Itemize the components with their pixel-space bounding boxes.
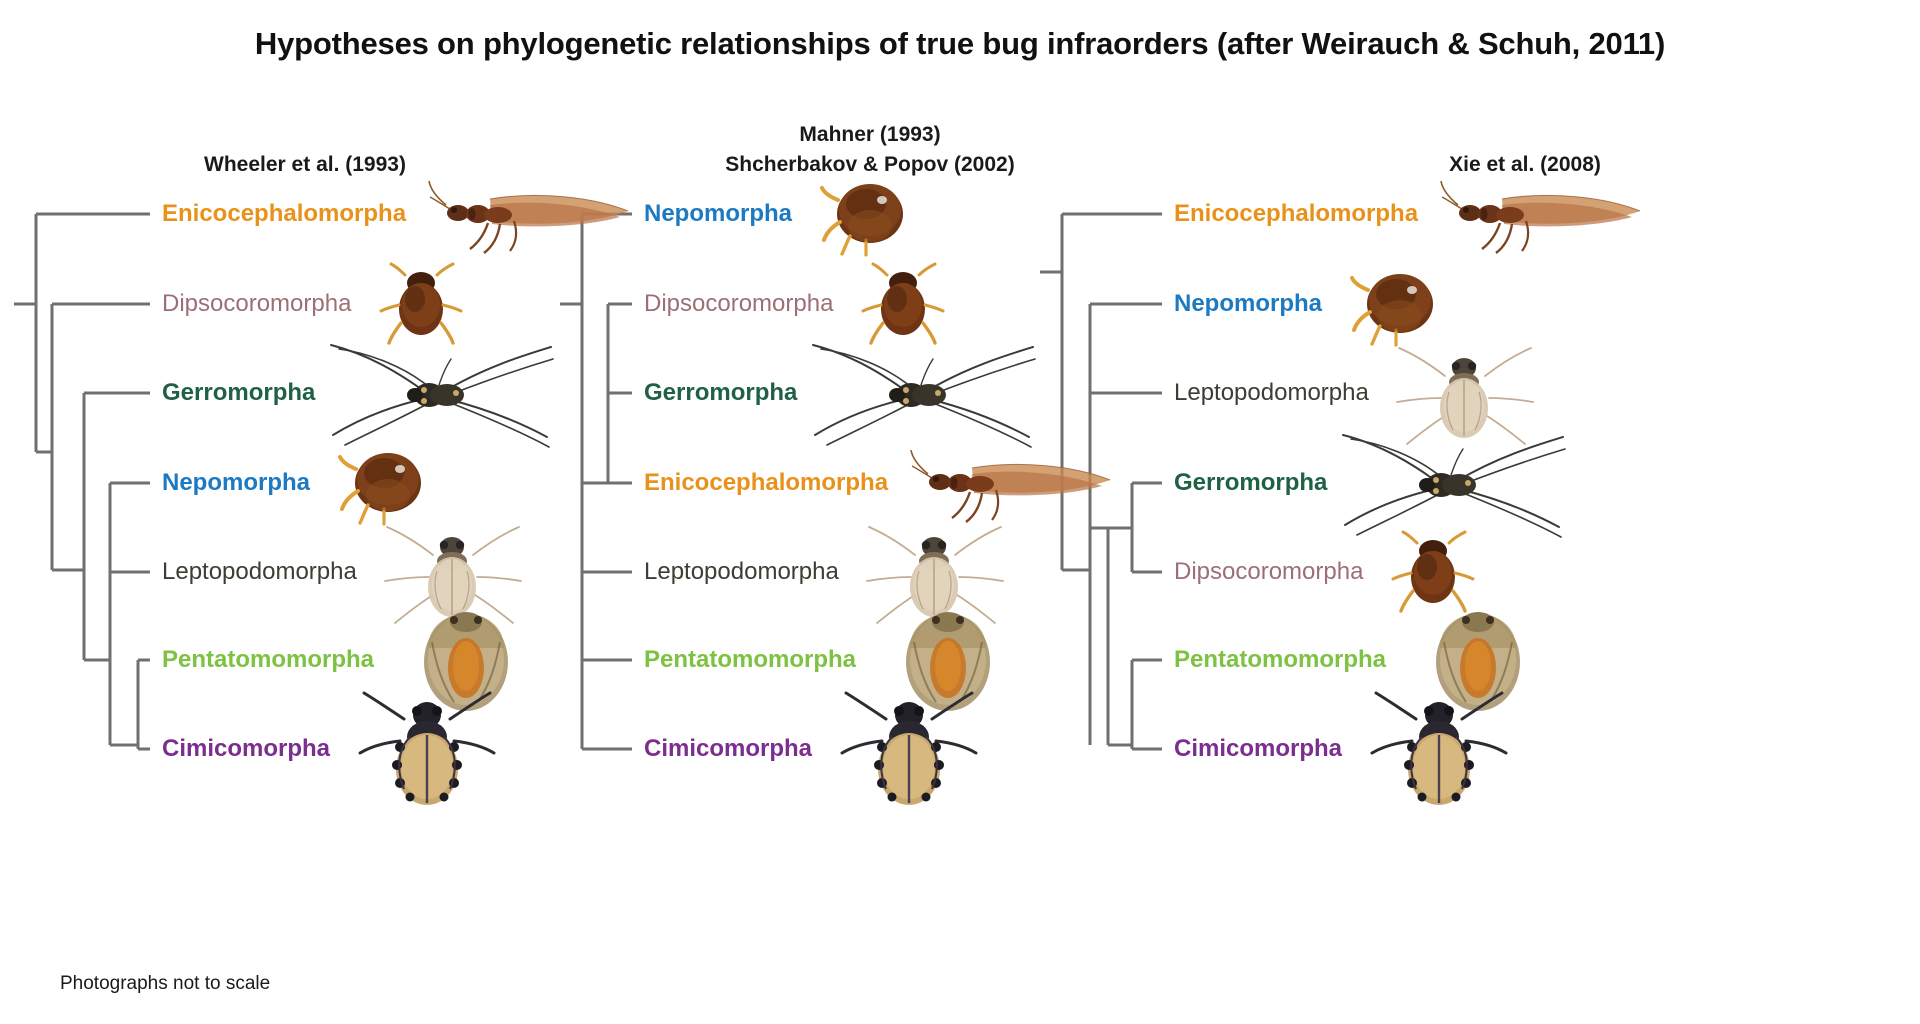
column-header-line: Mahner (1993) [799, 123, 941, 146]
taxon-label-nepomorpha: Nepomorpha [644, 200, 793, 227]
photo-stink-bug [402, 606, 530, 714]
taxon-label-enicocephalomorpha: Enicocephalomorpha [1174, 200, 1419, 227]
taxon-label-cimicomorpha: Cimicomorpha [162, 735, 331, 762]
photo-enicocephalid-winged-bug [910, 438, 1120, 528]
photo-water-strider [1337, 427, 1567, 547]
photo-enicocephalid-winged-bug [428, 169, 638, 259]
taxon-label-gerromorpha: Gerromorpha [644, 379, 798, 406]
taxon-label-dipsocoromorpha: Dipsocoromorpha [162, 290, 352, 317]
taxon-label-enicocephalomorpha: Enicocephalomorpha [162, 200, 407, 227]
column-header-line: Shcherbakov & Popov (2002) [725, 153, 1015, 176]
taxon-label-leptopodomorpha: Leptopodomorpha [1174, 379, 1369, 406]
figure-title: Hypotheses on phylogenetic relationships… [254, 26, 1666, 61]
photo-shore-bug [1389, 340, 1539, 450]
taxon-label-enicocephalomorpha: Enicocephalomorpha [644, 469, 889, 496]
taxon-label-leptopodomorpha: Leptopodomorpha [644, 558, 839, 585]
taxon-label-pentatomomorpha: Pentatomomorpha [1174, 646, 1387, 673]
photo-shore-bug [377, 519, 527, 629]
photo-water-strider [807, 337, 1037, 457]
photo-assassin-bug [834, 689, 984, 809]
photo-dipsocorid-bug [375, 261, 471, 347]
taxon-label-cimicomorpha: Cimicomorpha [644, 735, 813, 762]
photo-stink-bug [1414, 606, 1542, 714]
photo-dipsocorid-bug [1387, 529, 1483, 615]
taxon-label-gerromorpha: Gerromorpha [1174, 469, 1328, 496]
column-header-xie: Xie et al. (2008) [1290, 150, 1760, 180]
photo-scale-note: Photographs not to scale [60, 973, 271, 994]
column-header-line: Wheeler et al. (1993) [204, 153, 406, 176]
photo-stink-bug [884, 606, 1012, 714]
photo-dipsocorid-bug [857, 261, 953, 347]
column-header-wheeler: Wheeler et al. (1993) [60, 150, 550, 180]
photo-assassin-bug [1364, 689, 1514, 809]
taxon-label-gerromorpha: Gerromorpha [162, 379, 316, 406]
photo-water-boatman [334, 439, 442, 527]
photo-water-boatman [1346, 260, 1454, 348]
taxon-label-dipsocoromorpha: Dipsocoromorpha [1174, 558, 1364, 585]
taxon-label-leptopodomorpha: Leptopodomorpha [162, 558, 357, 585]
taxon-label-nepomorpha: Nepomorpha [162, 469, 311, 496]
photo-water-boatman [816, 170, 924, 258]
taxon-label-pentatomomorpha: Pentatomomorpha [644, 646, 857, 673]
taxon-label-pentatomomorpha: Pentatomomorpha [162, 646, 375, 673]
column-header-mahner-shcherbakov: Mahner (1993) Shcherbakov & Popov (2002) [610, 120, 1130, 180]
photo-water-strider [325, 337, 555, 457]
photo-enicocephalid-winged-bug [1440, 169, 1650, 259]
taxon-label-nepomorpha: Nepomorpha [1174, 290, 1323, 317]
taxon-label-cimicomorpha: Cimicomorpha [1174, 735, 1343, 762]
taxon-label-dipsocoromorpha: Dipsocoromorpha [644, 290, 834, 317]
photo-assassin-bug [352, 689, 502, 809]
photo-shore-bug [859, 519, 1009, 629]
column-header-line: Xie et al. (2008) [1449, 153, 1601, 176]
